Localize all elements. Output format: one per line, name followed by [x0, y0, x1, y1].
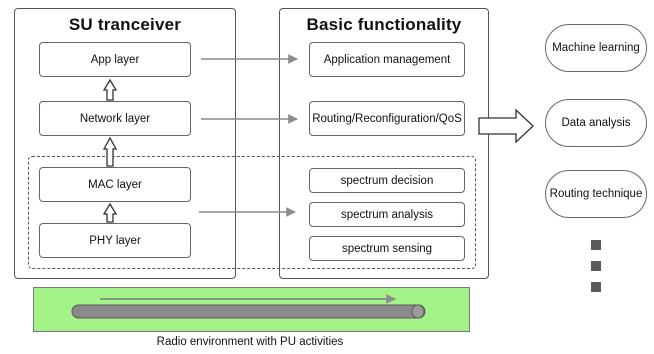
spectrum-decision-box: spectrum decision: [309, 168, 465, 193]
ellipsis-dot-3: [591, 282, 601, 292]
app-layer-label: App layer: [90, 53, 140, 66]
data-analysis-node: Data analysis: [545, 99, 647, 147]
routing-reconfiguration-qos-label: Routing/Reconfiguration/QoS: [312, 112, 462, 125]
application-management-box: Application management: [309, 42, 465, 77]
su-tranceiver-title: SU tranceiver: [68, 15, 182, 34]
application-management-label: Application management: [323, 53, 451, 66]
pu-activity-tube: [71, 304, 426, 319]
machine-learning-label: Machine learning: [552, 42, 640, 54]
pu-activity-tube-end: [411, 304, 425, 319]
routing-technique-node: Routing technique: [545, 170, 647, 218]
spectrum-analysis-box: spectrum analysis: [309, 202, 465, 227]
phy-layer-box: PHY layer: [39, 223, 191, 258]
ellipsis-dot-1: [591, 240, 601, 250]
mac-layer-label: MAC layer: [88, 178, 142, 191]
machine-learning-node: Machine learning: [545, 24, 647, 72]
routing-technique-label: Routing technique: [549, 188, 643, 200]
spectrum-sensing-label: spectrum sensing: [341, 242, 433, 255]
routing-reconfiguration-qos-box: Routing/Reconfiguration/QoS: [309, 101, 465, 136]
mac-to-network-up-arrow: [102, 136, 118, 167]
mac-layer-box: MAC layer: [39, 167, 191, 202]
network-to-app-up-arrow: [102, 78, 118, 101]
basic-functionality-title: Basic functionality: [306, 15, 462, 34]
ellipsis-dot-2: [591, 261, 601, 271]
phy-layer-label: PHY layer: [89, 234, 141, 247]
spectrum-analysis-label: spectrum analysis: [340, 208, 434, 221]
data-analysis-label: Data analysis: [561, 117, 631, 129]
network-layer-box: Network layer: [39, 101, 191, 136]
spectrum-decision-label: spectrum decision: [340, 174, 434, 187]
lower-layers-group: [28, 156, 476, 269]
app-layer-box: App layer: [39, 42, 191, 77]
radio-environment-caption: Radio environment with PU activities: [156, 336, 344, 348]
phy-to-mac-up-arrow: [102, 202, 118, 223]
network-layer-label: Network layer: [79, 112, 151, 125]
spectrum-sensing-box: spectrum sensing: [309, 236, 465, 261]
functionality-to-outputs-block-arrow: [478, 108, 534, 144]
